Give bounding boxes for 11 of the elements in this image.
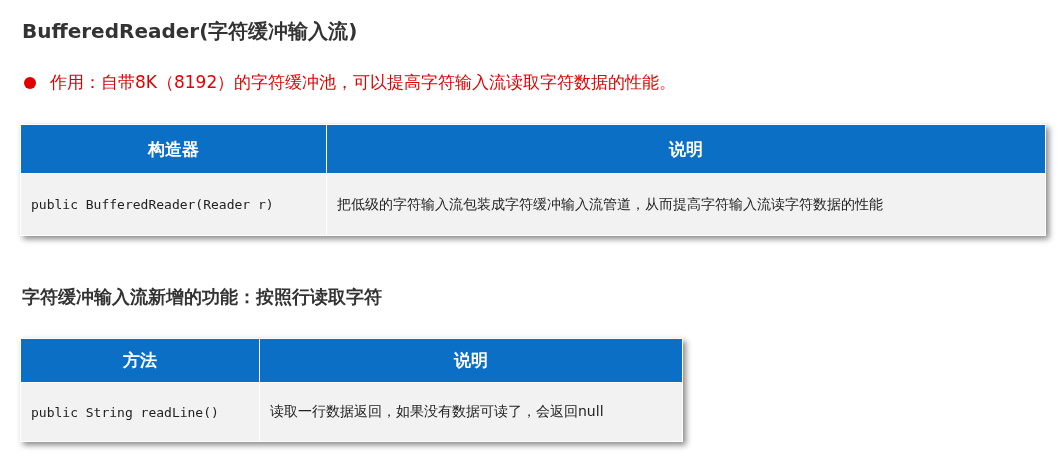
column-header: 构造器 [20, 124, 327, 174]
column-header: 方法 [20, 338, 260, 383]
table-cell: 读取一行数据返回，如果没有数据可读了，会返回null [259, 382, 683, 442]
bullet-text: 作用：自带8K（8192）的字符缓冲池，可以提高字符输入流读取字符数据的性能。 [50, 71, 677, 94]
column-header: 说明 [259, 338, 683, 383]
table-cell: 把低级的字符输入流包装成字符缓冲输入流管道，从而提高字符输入流读字符数据的性能 [326, 173, 1046, 236]
slide-title: BufferedReader(字符缓冲输入流) [22, 18, 358, 45]
table-cell: public BufferedReader(Reader r) [20, 173, 327, 236]
section-heading: 字符缓冲输入流新增的功能：按照行读取字符 [22, 285, 382, 309]
table-cell: public String readLine() [20, 382, 260, 442]
column-header: 说明 [326, 124, 1046, 174]
